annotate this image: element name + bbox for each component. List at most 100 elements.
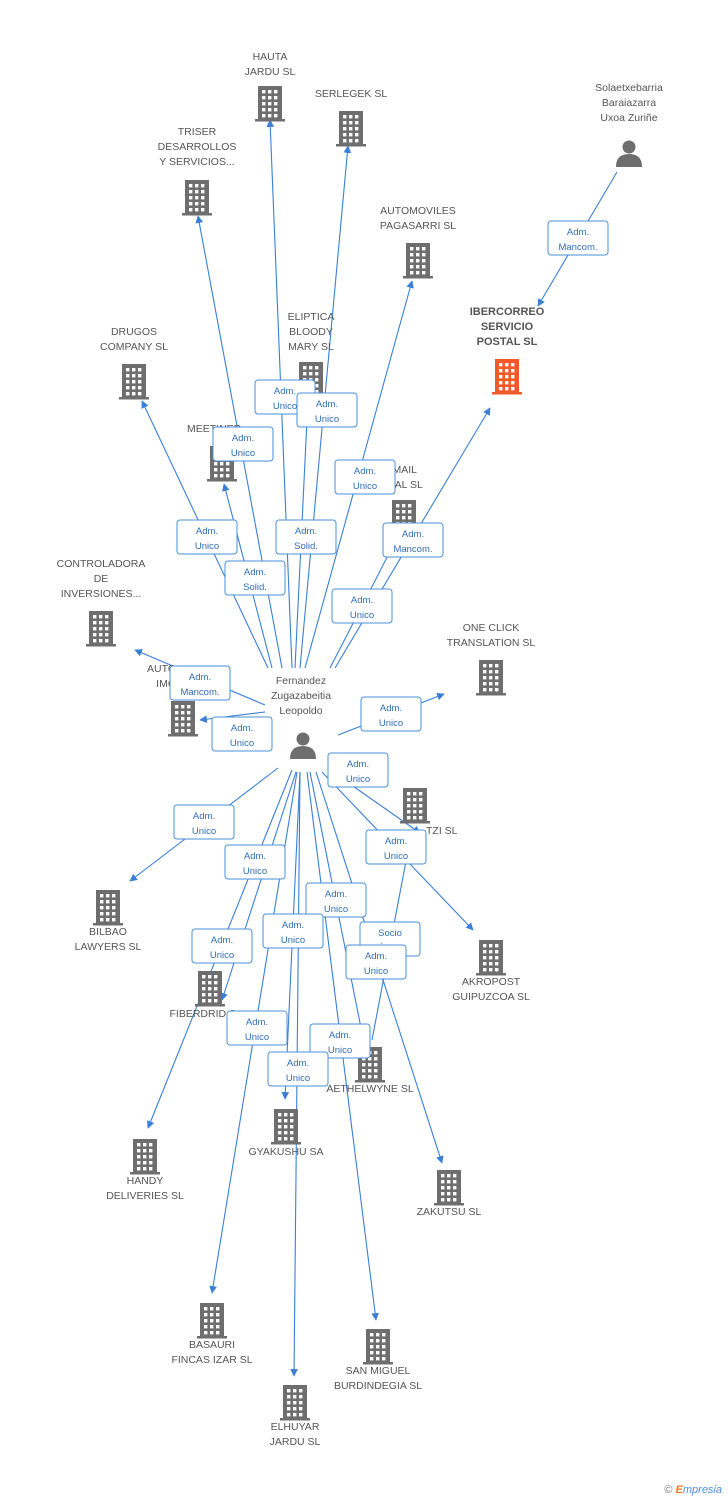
relation-badge[interactable]: Adm.Unico — [309, 1023, 371, 1059]
badge-text: Adm. — [354, 466, 376, 477]
company-label: AUTOMOVILES — [380, 205, 456, 217]
badge-box — [331, 588, 393, 624]
relation-badge[interactable]: Adm.Solid. — [275, 519, 337, 555]
company-label: FINCAS IZAR SL — [171, 1354, 252, 1366]
brand-initial: E — [675, 1484, 683, 1496]
relation-badge[interactable]: Adm.Unico — [360, 696, 422, 732]
badge-text: Mancom. — [393, 544, 432, 555]
relation-badge[interactable]: Adm.Unico — [224, 844, 286, 880]
badge-box — [173, 804, 235, 840]
badge-box — [211, 716, 273, 752]
badge-box — [169, 665, 231, 701]
badge-text: Adm. — [274, 386, 296, 397]
empresia-credit[interactable]: ©Empresia — [664, 1484, 722, 1496]
copyright-symbol: © — [664, 1484, 673, 1496]
building-icon — [93, 890, 123, 926]
company-label: TRISER — [178, 126, 217, 138]
company-label: CONTROLADORA — [57, 558, 146, 570]
building-icon — [119, 364, 149, 400]
company-label: DELIVERIES SL — [106, 1190, 184, 1202]
company-label: ONE CLICK — [463, 622, 520, 634]
relation-badge[interactable]: Adm. Mancom. — [169, 665, 231, 701]
company-label: JARDU SL — [270, 1436, 321, 1448]
person-icon — [290, 732, 316, 759]
relation-badge[interactable]: Adm.Unico — [267, 1051, 329, 1087]
building-icon — [476, 940, 506, 976]
relation-badge[interactable]: Adm.Unico — [327, 752, 389, 788]
building-icon — [434, 1170, 464, 1206]
relation-badge[interactable]: Adm.Unico — [334, 459, 396, 495]
badge-text: Adm. — [567, 227, 589, 238]
badge-text: Adm. — [193, 811, 215, 822]
company-label: TZI SL — [426, 825, 458, 837]
relation-badge[interactable]: Adm.Unico — [345, 944, 407, 980]
badge-text: Adm. — [211, 935, 233, 946]
relation-badge[interactable]: Adm.Unico — [226, 1010, 288, 1046]
company-label: JARDU SL — [245, 66, 296, 78]
badge-text: Adm. — [295, 526, 317, 537]
relation-badge[interactable]: Adm.Unico — [211, 716, 273, 752]
company-label: ELIPTICA — [288, 311, 335, 323]
company-node-zakutsu[interactable]: ZAKUTSU SL — [417, 1170, 482, 1218]
badge-box — [309, 1023, 371, 1059]
company-node-fiberdrid[interactable]: FIBERDRID S — [169, 971, 236, 1020]
building-icon — [363, 1329, 393, 1365]
relation-badge[interactable]: Adm.Unico — [176, 519, 238, 555]
relation-badge[interactable]: Adm.Unico — [305, 882, 367, 918]
building-icon — [168, 701, 198, 737]
relation-badge[interactable]: Adm.Unico — [262, 913, 324, 949]
badge-text: Mancom. — [180, 687, 219, 698]
relation-badge[interactable]: Adm.Solid. — [224, 560, 286, 596]
company-label: IBERCORREO — [470, 306, 545, 318]
company-label: BILBAO — [89, 926, 127, 938]
company-node-aethelwyne[interactable]: AETHELWYNE SL — [326, 1047, 414, 1095]
company-node-serlegek[interactable]: SERLEGEK SL — [315, 88, 388, 147]
badge-text: Unico — [315, 414, 339, 425]
person-label: Uxoa Zuriñe — [600, 112, 657, 124]
badge-box — [345, 944, 407, 980]
building-icon — [182, 180, 212, 216]
badge-text: Adm. — [244, 567, 266, 578]
building-icon — [197, 1303, 227, 1339]
relation-badge[interactable]: Adm.Unico — [212, 426, 274, 462]
company-label: INVERSIONES... — [61, 588, 142, 600]
badge-text: Unico — [231, 448, 255, 459]
badge-box — [296, 392, 358, 428]
company-node-tzi[interactable]: TZI SL — [400, 788, 458, 837]
relation-badge[interactable]: Adm.Unico — [331, 588, 393, 624]
relation-badge[interactable]: Adm.Unico — [296, 392, 358, 428]
relation-badge[interactable]: Adm.Unico — [365, 829, 427, 865]
company-node-controladora[interactable]: CONTROLADORADEINVERSIONES... — [57, 558, 146, 647]
badge-text: Unico — [195, 541, 219, 552]
relation-badge[interactable]: Adm.Unico — [173, 804, 235, 840]
badge-text: Unico — [364, 966, 388, 977]
building-icon — [255, 86, 285, 122]
person-label: Solaetxebarria — [595, 82, 663, 94]
badge-text: Adm. — [189, 672, 211, 683]
person-label: Baraiazarra — [602, 97, 656, 109]
badge-box — [267, 1051, 329, 1087]
relation-badge[interactable]: Adm.Mancom. — [547, 220, 609, 256]
person-label: Leopoldo — [279, 705, 322, 717]
relation-badge[interactable]: Adm.Unico — [191, 928, 253, 964]
relation-badge[interactable]: Adm.Mancom. — [382, 522, 444, 558]
company-node-gyakushu[interactable]: GYAKUSHU SA — [248, 1109, 324, 1158]
badge-box — [305, 882, 367, 918]
badge-box — [334, 459, 396, 495]
company-label: POSTAL SL — [477, 336, 538, 348]
